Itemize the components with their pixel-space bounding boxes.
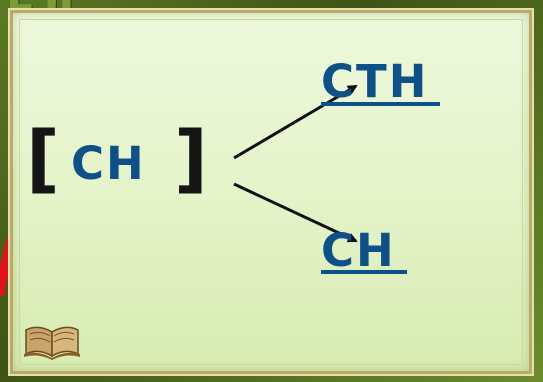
- right-bracket: ]: [174, 116, 208, 202]
- result-word-bottom: СН: [321, 224, 396, 277]
- result-top-underline: [321, 102, 440, 106]
- root-word: СН: [71, 137, 146, 190]
- open-book-icon[interactable]: [22, 320, 82, 360]
- result-word-top: СТН: [321, 55, 429, 108]
- arrow-to-top: [233, 84, 358, 160]
- content-frame: [8, 8, 534, 376]
- left-bracket: [: [26, 116, 60, 202]
- arrow-to-bottom: [233, 182, 358, 243]
- frame-inner-border: [19, 19, 523, 365]
- result-bottom-underline: [321, 270, 407, 274]
